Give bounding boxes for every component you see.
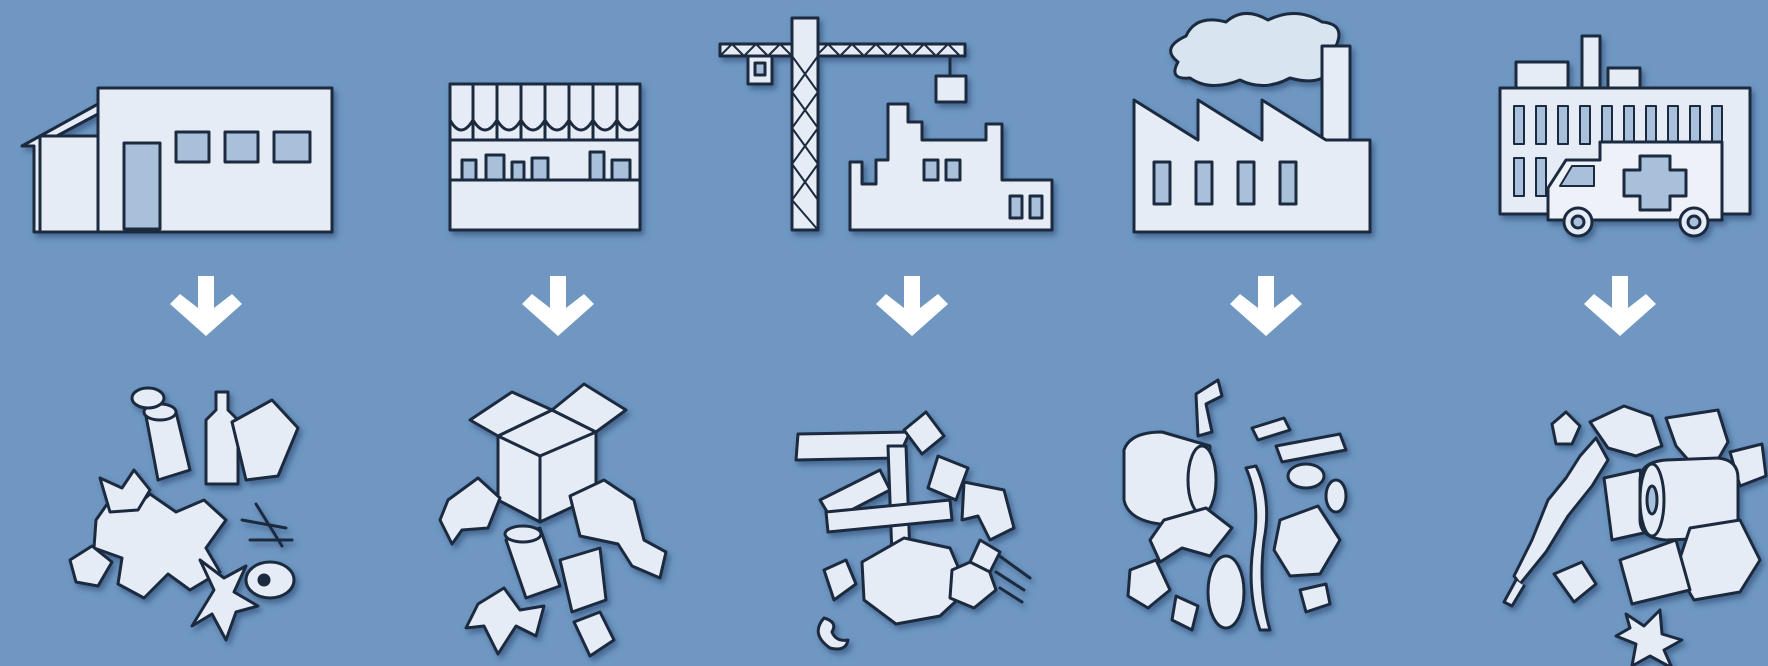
factory-icon xyxy=(1134,13,1370,232)
medical-waste-icon xyxy=(1504,406,1766,666)
arrows-row xyxy=(170,276,1656,336)
construction-debris-icon xyxy=(796,412,1030,649)
shop-icon xyxy=(450,84,640,230)
construction-crane-icon xyxy=(720,18,1052,230)
packaging-waste-icon xyxy=(440,384,666,656)
house-icon xyxy=(22,88,332,232)
industrial-waste-icon xyxy=(1124,380,1346,630)
down-arrow-icon xyxy=(1584,276,1656,336)
down-arrow-icon xyxy=(522,276,594,336)
down-arrow-icon xyxy=(170,276,242,336)
down-arrow-icon xyxy=(1230,276,1302,336)
down-arrow-icon xyxy=(876,276,948,336)
hospital-ambulance-icon xyxy=(1500,36,1750,236)
household-waste-icon xyxy=(70,388,298,640)
